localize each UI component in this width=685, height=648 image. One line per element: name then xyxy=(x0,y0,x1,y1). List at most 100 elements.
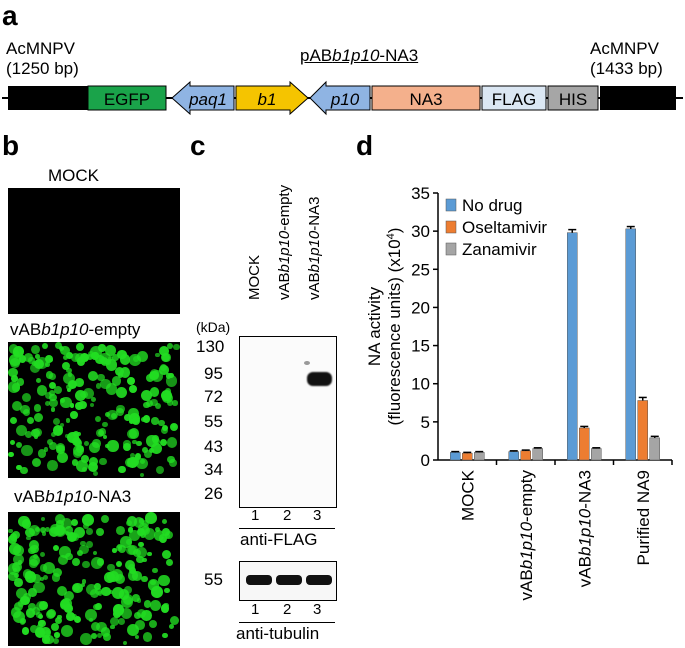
fluorescent-cell xyxy=(101,586,111,597)
fluorescent-cell xyxy=(65,526,73,534)
lane-number-2: 2 xyxy=(283,507,292,524)
construct-map: EGFP paq1 b1 p10 NA3 FLAG HIS xyxy=(2,80,683,116)
fluorescent-cell xyxy=(166,559,173,567)
fluorescent-cell xyxy=(140,389,152,401)
fluorescent-cell xyxy=(20,620,26,626)
fluorescent-cell xyxy=(93,603,100,611)
fluorescent-cell xyxy=(71,459,79,466)
panel-letter-d: d xyxy=(356,130,374,161)
fluorescent-cell xyxy=(9,416,18,425)
fluorescent-cell xyxy=(45,610,55,620)
empty-label-pre: vAB xyxy=(10,320,42,339)
na3-image-label: vABb1p10-NA3 xyxy=(14,487,131,507)
fluorescent-cell xyxy=(80,454,89,463)
fluorescent-cell xyxy=(111,375,122,386)
fluorescent-cell xyxy=(141,519,149,527)
y-tick-label: 35 xyxy=(411,184,430,203)
fluorescent-cell xyxy=(49,398,59,408)
construct-title-pre: pAB xyxy=(300,46,333,65)
fluorescent-cell xyxy=(87,371,98,381)
blot-anti-tubulin xyxy=(239,561,337,601)
fluorescent-cell xyxy=(125,559,136,570)
fluorescent-cell xyxy=(12,553,24,566)
fluorescent-cell xyxy=(118,544,127,553)
fluorescent-cell xyxy=(8,571,18,582)
fluorescent-cell xyxy=(35,354,40,360)
fluorescent-cell xyxy=(98,591,103,596)
na3-block xyxy=(371,85,481,111)
fluorescent-cell xyxy=(112,587,125,600)
fluorescent-cell xyxy=(8,534,17,544)
fluorescent-cell xyxy=(25,528,35,538)
fluorescent-cell xyxy=(32,574,41,583)
y-tick-label: 5 xyxy=(421,413,430,432)
fluorescent-cell xyxy=(80,540,86,547)
fluorescent-cell xyxy=(133,517,145,528)
na3-label-pre: vAB xyxy=(14,487,46,506)
lane-label-2-post: -empty xyxy=(276,184,293,231)
mock-micrograph xyxy=(8,188,180,314)
fluorescent-cell xyxy=(166,437,178,448)
fluorescent-cell xyxy=(26,416,35,424)
fluorescent-cell xyxy=(134,612,141,620)
fluorescent-cell xyxy=(75,402,84,411)
fluorescent-cell xyxy=(45,630,50,635)
fluorescent-cell xyxy=(138,541,144,548)
fluorescent-cell xyxy=(146,374,155,383)
fluorescent-cell xyxy=(129,529,141,541)
fluorescent-cell xyxy=(142,415,151,424)
fluorescent-cell xyxy=(128,544,139,555)
fluorescent-cell xyxy=(56,520,65,529)
fluorescent-cell xyxy=(81,514,94,527)
marker-72: 72 xyxy=(204,387,223,406)
paq1-arrow xyxy=(171,80,235,116)
x-category-label: vABb1p10-NA3 xyxy=(575,470,594,587)
flag-label: FLAG xyxy=(492,90,536,109)
fluorescent-cell xyxy=(109,616,119,626)
fluorescent-cell xyxy=(53,386,62,395)
fluorescent-cell xyxy=(33,581,45,594)
fluorescent-cell xyxy=(39,552,45,558)
tubulin-lane-number-3: 3 xyxy=(313,601,322,618)
legend-label: Oseltamivir xyxy=(462,218,547,237)
fluorescent-cell xyxy=(88,350,95,357)
fluorescent-cell xyxy=(147,579,160,591)
fluorescent-cell xyxy=(144,600,152,608)
fluorescent-cell xyxy=(159,365,169,375)
fluorescent-cell xyxy=(45,371,54,379)
fluorescent-cell xyxy=(52,568,62,578)
fluorescent-cell xyxy=(44,527,50,533)
fluorescent-cell xyxy=(121,595,134,608)
fluorescent-cell xyxy=(13,577,23,587)
marker-column: 130 95 72 55 43 34 26 xyxy=(196,337,236,508)
fluorescent-cell xyxy=(11,375,18,383)
fluorescent-cell xyxy=(60,396,72,409)
fluorescent-cell xyxy=(160,439,168,447)
fluorescent-cell xyxy=(45,362,50,367)
fluorescent-cell xyxy=(66,387,72,393)
fluorescent-cell xyxy=(54,342,62,350)
fluorescent-cell xyxy=(76,460,89,473)
fluorescent-cell xyxy=(110,412,117,419)
fluorescent-cell xyxy=(127,527,134,533)
lane-label-3-ital: b1p10 xyxy=(306,230,323,273)
fluorescent-cell xyxy=(31,345,41,355)
fluorescent-cell xyxy=(20,595,30,605)
fluorescent-cell xyxy=(140,575,148,583)
fluorescent-cell xyxy=(51,432,57,438)
fluorescent-cell xyxy=(83,441,89,447)
fluorescent-cell xyxy=(100,514,110,524)
fluorescent-cell xyxy=(153,530,165,541)
fluorescent-cell xyxy=(77,431,82,436)
bar xyxy=(637,400,648,461)
fluorescent-cell xyxy=(50,523,61,535)
left-arm-size: (1250 bp) xyxy=(6,59,79,78)
fluorescent-cell xyxy=(162,603,168,609)
panel-letter-a: a xyxy=(2,0,18,31)
fluorescent-cell xyxy=(86,528,93,535)
fluorescent-cell xyxy=(73,615,82,624)
fluorescent-cell xyxy=(57,425,63,432)
fluorescent-cell xyxy=(172,424,177,429)
fluorescent-cell xyxy=(102,435,107,440)
